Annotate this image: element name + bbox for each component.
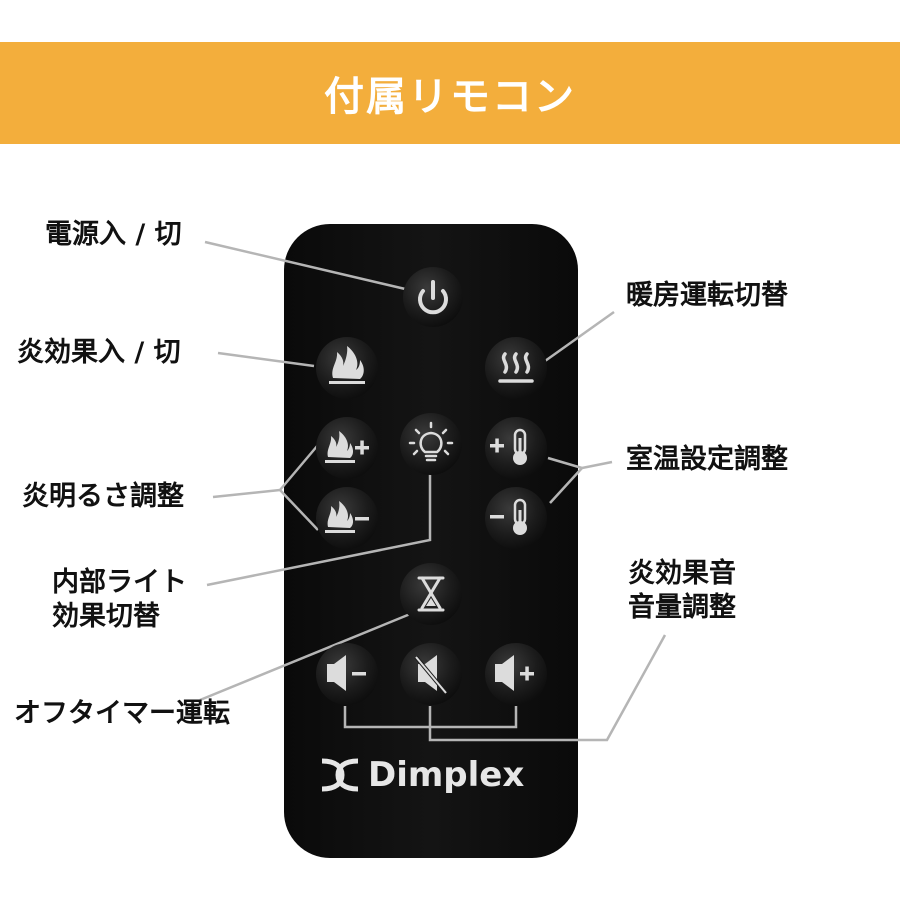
label-flame-effect: 炎効果入 / 切 [17,337,181,368]
flame-plus-button[interactable] [316,417,378,479]
volume-up-button[interactable] [485,643,547,705]
label-flame-brightness: 炎明るさ調整 [22,481,184,512]
temp-plus-button[interactable] [485,417,547,479]
label-power: 電源入 / 切 [45,219,182,250]
thermometer-plus-icon [490,428,527,465]
brand-logo: Dimplex [318,752,524,798]
label-inner-light: 内部ライト 効果切替 [52,566,187,634]
flame-icon [329,346,365,384]
temp-minus-button[interactable] [485,487,547,549]
flame-plus-icon [325,431,369,463]
header-banner: 付属リモコン [0,42,900,144]
flame-effect-button[interactable] [316,337,378,399]
thermometer-minus-icon [490,498,527,535]
inner-light-button[interactable] [400,413,462,475]
callout-lines [199,240,667,742]
label-flame-sound-line2: 音量調整 [628,592,736,623]
dimplex-logo-icon [321,758,359,792]
label-off-timer: オフタイマー運転 [14,698,230,729]
volume-down-icon [327,655,366,691]
mute-icon [414,655,448,695]
label-flame-sound-line1: 炎効果音 [628,558,736,589]
flame-minus-icon [325,501,369,533]
heat-waves-icon [498,352,534,383]
volume-down-button[interactable] [316,643,378,705]
label-inner-light-line1: 内部ライト [52,567,187,598]
banner-title: 付属リモコン [324,74,576,120]
light-bulb-icon [408,421,454,462]
brand-name: Dimplex [368,755,525,795]
heating-mode-button[interactable] [485,337,547,399]
label-flame-sound: 炎効果音 音量調整 [628,557,736,625]
off-timer-button[interactable] [400,563,462,625]
mute-button[interactable] [400,643,462,705]
power-button[interactable] [403,267,463,327]
hourglass-icon [417,576,445,612]
label-inner-light-line2: 効果切替 [52,601,160,632]
power-icon [418,280,448,315]
label-heating-mode: 暖房運転切替 [626,280,788,311]
volume-up-icon [495,655,534,691]
label-room-temp: 室温設定調整 [626,444,788,475]
flame-minus-button[interactable] [316,487,378,549]
